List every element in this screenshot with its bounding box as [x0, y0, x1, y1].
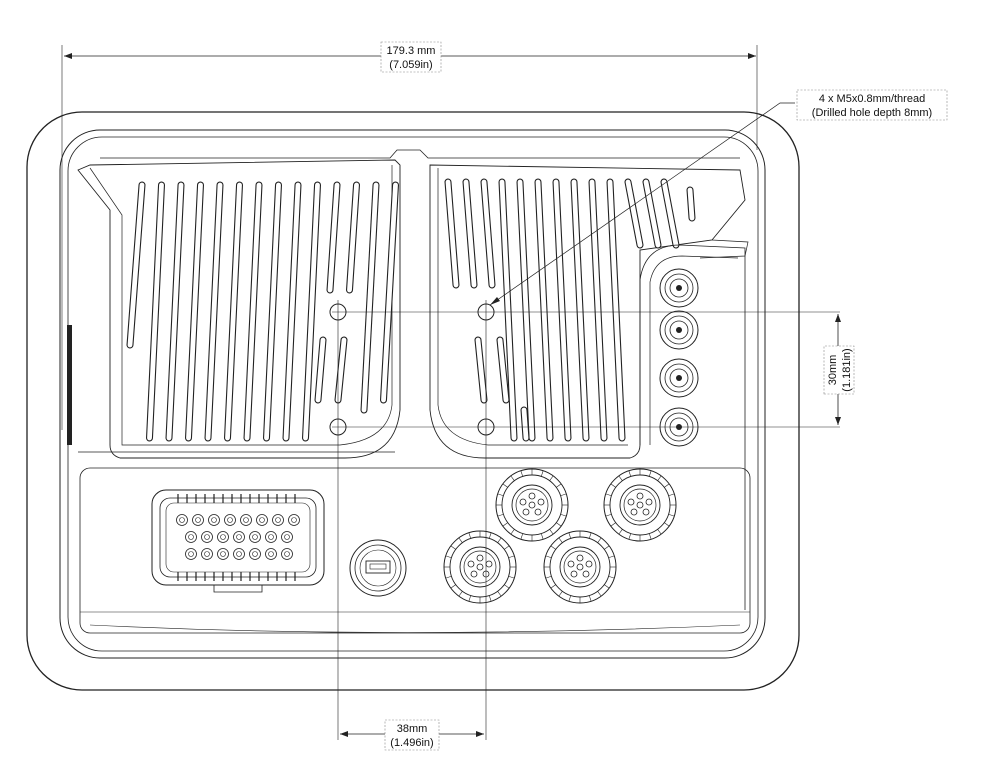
vertical-imperial: (1.181in)	[841, 348, 853, 391]
mounting-holes	[329, 303, 495, 436]
heatsink-fin	[263, 181, 282, 442]
connector-pin	[201, 531, 213, 543]
heatsink-fin	[146, 181, 165, 442]
width-dimension-label: 179.3 mm (7.059in)	[380, 41, 442, 73]
round-connector	[443, 530, 517, 604]
width-imperial: (7.059in)	[389, 59, 432, 71]
horizontal-metric: 38mm	[397, 723, 428, 735]
heatsink-fin	[204, 181, 224, 442]
connector-pin	[288, 514, 300, 526]
heatsink-fin	[314, 336, 327, 404]
right-heatsink-panel	[429, 164, 749, 459]
heatsink-fin	[126, 181, 146, 349]
coax-connector	[659, 268, 699, 308]
heatsink-fin	[570, 178, 590, 442]
heatsink-fin	[224, 181, 243, 442]
round-connectors	[443, 468, 677, 604]
connector-pin	[249, 531, 261, 543]
heatsink-fin	[588, 178, 608, 442]
heatsink-fin	[496, 336, 510, 404]
connector-pin	[265, 548, 277, 560]
connector-pin	[233, 531, 245, 543]
heatsink-fin	[360, 181, 380, 414]
heatsink-fin	[380, 181, 399, 404]
round-connector	[543, 530, 617, 604]
heatsink-fin	[686, 186, 696, 222]
heatsink-fin	[606, 178, 626, 442]
heatsink-fin	[642, 178, 662, 249]
connector-pin	[256, 514, 268, 526]
heatsink-fin	[444, 178, 460, 289]
heatsink-fin	[165, 181, 185, 442]
horizontal-imperial: (1.496in)	[390, 737, 433, 749]
horizontal-dimension-label: 38mm (1.496in)	[384, 719, 440, 751]
width-metric: 179.3 mm	[387, 45, 436, 57]
connector-pin	[208, 514, 220, 526]
round-connector	[495, 468, 569, 542]
main-pin-connector	[151, 489, 325, 593]
connector-pin	[240, 514, 252, 526]
callout-line2: (Drilled hole depth 8mm)	[812, 107, 932, 119]
coax-connector-bay	[639, 244, 746, 610]
connector-pin	[281, 548, 293, 560]
connector-pin	[233, 548, 245, 560]
connector-pin	[185, 531, 197, 543]
connector-pin	[201, 548, 213, 560]
heatsink-fin	[282, 181, 302, 442]
round-connector	[603, 468, 677, 542]
heatsink-fin	[534, 178, 554, 442]
dimension-lines	[61, 45, 841, 740]
usb-port	[349, 539, 407, 597]
heatsink-fin	[462, 178, 478, 289]
right-heatsink-fins	[444, 178, 696, 442]
heatsink-fin	[516, 178, 536, 442]
heatsink-fin	[302, 181, 321, 442]
usb-icon	[365, 560, 391, 574]
heatsink-fin	[498, 178, 518, 442]
heatsink-fin	[552, 178, 572, 442]
connector-pin	[217, 531, 229, 543]
heatsink-fin	[334, 336, 348, 404]
callout-label: 4 x M5x0.8mm/thread (Drilled hole depth …	[796, 89, 948, 121]
heatsink-fin	[474, 336, 488, 404]
connector-pin	[192, 514, 204, 526]
heatsink-fin	[624, 178, 644, 249]
connector-panel	[79, 467, 751, 634]
heatsink-fin	[660, 178, 680, 249]
connector-pin	[185, 548, 197, 560]
left-heatsink-fins	[126, 181, 399, 442]
callout-line1: 4 x M5x0.8mm/thread	[819, 93, 925, 105]
heatsink-fin	[185, 181, 204, 442]
heatsink-fin	[326, 181, 341, 294]
connector-pin	[281, 531, 293, 543]
side-tab	[67, 325, 72, 445]
heatsink-fin	[346, 181, 360, 294]
left-heatsink-panel	[77, 159, 401, 459]
connector-pin	[176, 514, 188, 526]
heatsink-fin	[480, 178, 496, 289]
heatsink-fin	[520, 406, 530, 442]
connector-pin	[265, 531, 277, 543]
connector-pin	[217, 548, 229, 560]
connector-pin	[272, 514, 284, 526]
coax-connector	[659, 310, 699, 350]
vertical-metric: 30mm	[827, 355, 839, 386]
device-housing	[26, 111, 800, 691]
connector-pin	[249, 548, 261, 560]
vertical-dimension-label: 30mm (1.181in)	[823, 345, 855, 395]
coax-connector	[659, 358, 699, 398]
heatsink-fin	[243, 181, 263, 442]
connector-pin	[224, 514, 236, 526]
